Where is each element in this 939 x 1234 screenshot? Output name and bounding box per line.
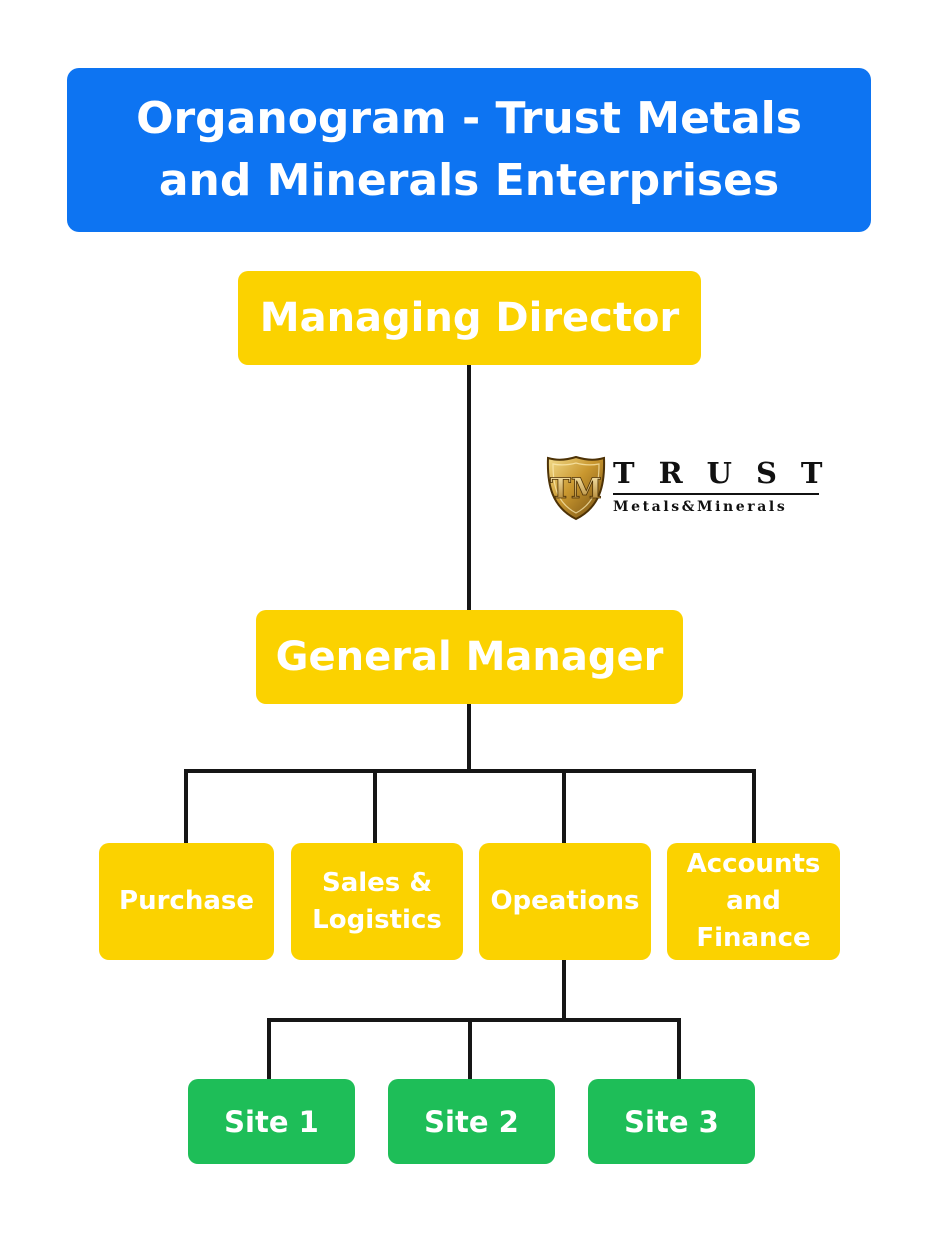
- connector-accounts: [752, 769, 756, 843]
- connector-site2: [468, 1018, 472, 1079]
- connector-site3: [677, 1018, 681, 1079]
- node-site-3: Site 3: [588, 1079, 755, 1164]
- shield-emblem-icon: TM: [546, 455, 606, 521]
- connector-site-bus: [267, 1018, 681, 1022]
- node-site-1: Site 1: [188, 1079, 355, 1164]
- connector-purchase: [184, 769, 188, 843]
- connector-md-gm: [467, 365, 471, 610]
- logo-subtitle: Metals&Minerals: [613, 499, 788, 515]
- node-operations: Opeations: [479, 843, 651, 960]
- connector-sales: [373, 769, 377, 843]
- node-managing-director: Managing Director: [238, 271, 701, 365]
- trust-logo: TM TRUST Metals&Minerals: [545, 455, 825, 521]
- node-accounts-finance: Accounts and Finance: [667, 843, 840, 960]
- connector-dept-bus: [184, 769, 756, 773]
- logo-emblem-text: TM: [550, 472, 602, 505]
- logo-divider: [613, 493, 819, 495]
- node-site-2: Site 2: [388, 1079, 555, 1164]
- connector-ops-down: [562, 960, 566, 1021]
- connector-site1: [267, 1018, 271, 1079]
- node-sales-logistics: Sales & Logistics: [291, 843, 463, 960]
- logo-wordmark: TRUST: [613, 456, 847, 490]
- connector-gm-down: [467, 704, 471, 772]
- chart-title: Organogram - Trust Metals and Minerals E…: [67, 68, 871, 232]
- node-purchase: Purchase: [99, 843, 274, 960]
- connector-operations: [562, 769, 566, 843]
- node-general-manager: General Manager: [256, 610, 683, 704]
